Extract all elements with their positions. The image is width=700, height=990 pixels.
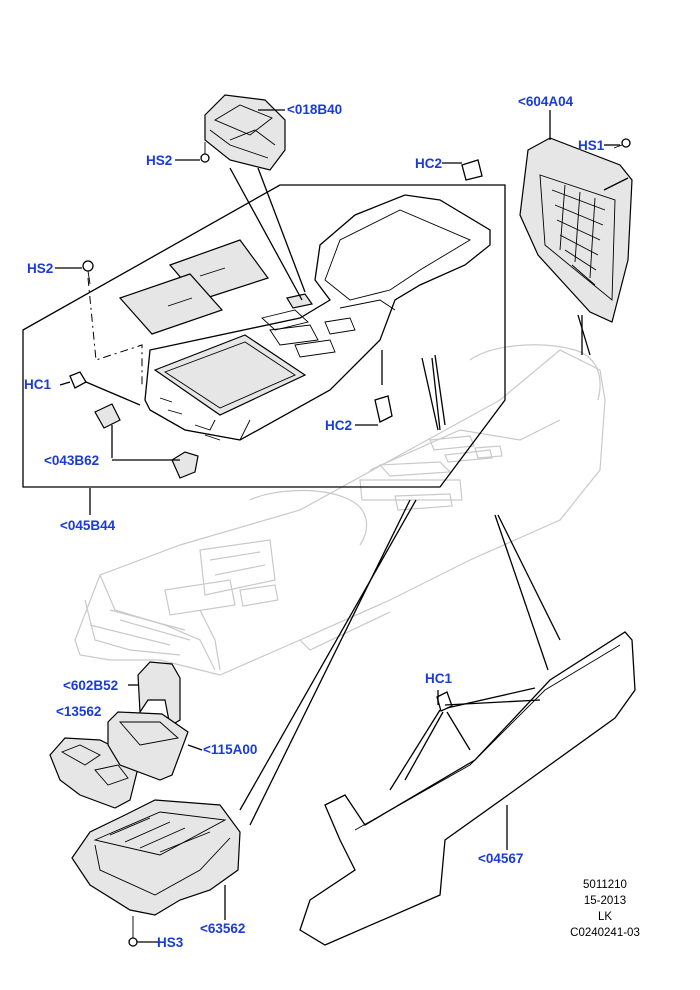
callout-115a00: <115A00	[203, 742, 258, 757]
ghost-console-assembly	[74, 344, 606, 676]
screw-hs2-top	[200, 142, 210, 163]
callout-604a04: <604A04	[518, 94, 574, 109]
callout-04567: <04567	[478, 851, 524, 866]
screw-hs3	[128, 916, 138, 947]
part-115a00-tray	[107, 711, 189, 781]
part-63562-lower-bin	[71, 799, 241, 916]
screw-hs1	[613, 138, 631, 149]
callout-043b62: <043B62	[44, 453, 100, 468]
callout-hc2-mid: HC2	[325, 418, 353, 433]
callout-602b52: <602B52	[63, 678, 119, 693]
clip-hc1-right	[436, 691, 453, 712]
drawing-reference: C0240241-03	[570, 927, 640, 939]
callout-hc1-left: HC1	[24, 377, 52, 392]
callout-13562: <13562	[56, 704, 102, 719]
callout-045b44: <045B44	[60, 518, 116, 533]
drawing-model: LK	[597, 911, 613, 923]
leader-lines	[55, 109, 629, 943]
callout-63562: <63562	[200, 921, 246, 936]
callout-hs2-left: HS2	[27, 261, 54, 276]
drawing-info-block: 5011210 15-2013 LK C0240241-03	[550, 877, 660, 941]
callout-018b40: <018B40	[287, 102, 343, 117]
screw-hs2-left	[82, 260, 94, 285]
part-604a04-rear-panel	[519, 137, 633, 323]
part-043b62-caps	[94, 403, 199, 479]
drawing-number: 5011210	[583, 879, 627, 891]
callout-hs2-top: HS2	[146, 153, 173, 168]
clip-hc2-top	[461, 159, 483, 181]
clip-hc2-mid	[374, 395, 393, 423]
group-box-045b44	[22, 184, 506, 488]
part-trim-pads	[118, 239, 269, 335]
callout-hs3: HS3	[157, 935, 184, 950]
part-018b40-switch-pack	[204, 94, 286, 171]
callout-hc2-top: HC2	[415, 156, 443, 171]
drawing-date: 15-2013	[583, 895, 627, 907]
callout-hc1-right: HC1	[425, 671, 453, 686]
part-04567-side-trim	[299, 631, 636, 946]
callout-hs1: HS1	[578, 138, 605, 153]
clip-hc1-left	[69, 371, 87, 389]
